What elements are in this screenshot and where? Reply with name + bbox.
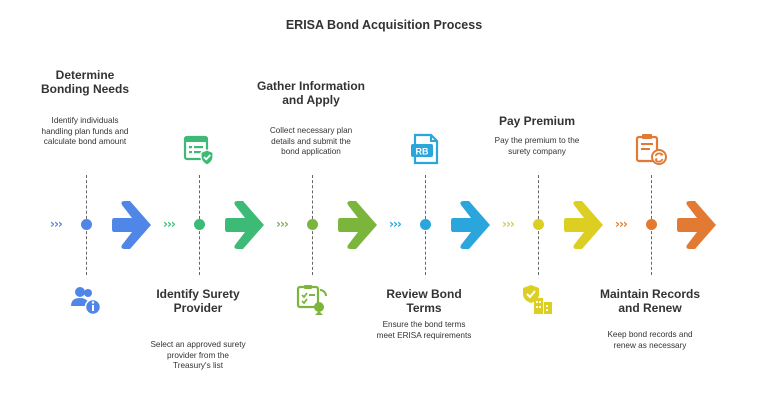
svg-text:RB: RB	[416, 147, 429, 157]
connector-line	[199, 175, 200, 275]
step-description: Pay the premium to the surety company	[494, 136, 580, 156]
step-description: Ensure the bond terms meet ERISA require…	[376, 320, 472, 340]
document-apply-icon	[296, 285, 327, 315]
step-heading: Review Bond Terms	[386, 287, 462, 315]
chevrons: ›››	[163, 217, 176, 231]
timeline-dot	[81, 219, 92, 230]
chevrons: ›››	[389, 217, 402, 231]
connector-line	[538, 175, 539, 275]
chevrons: ›››	[50, 217, 63, 231]
connector-line	[312, 175, 313, 275]
diagram-title: ERISA Bond Acquisition Process	[285, 18, 483, 32]
connector-line	[425, 175, 426, 275]
step-heading: Identify Surety Provider	[156, 287, 240, 315]
step-heading: Determine Bonding Needs	[40, 68, 129, 96]
timeline-dot	[194, 219, 205, 230]
arrow-right	[338, 201, 377, 249]
timeline-dot	[533, 219, 544, 230]
step-heading: Maintain Records and Renew	[599, 287, 701, 315]
arrow-right	[677, 201, 716, 249]
step-heading: Gather Information and Apply	[256, 79, 365, 107]
arrow-right	[564, 201, 603, 249]
step-description: Select an approved surety provider from …	[150, 340, 246, 370]
rb-document-icon: RB	[411, 133, 439, 165]
users-info-icon	[71, 287, 102, 316]
timeline-dot	[307, 219, 318, 230]
timeline-dot	[420, 219, 431, 230]
connector-line	[86, 175, 87, 275]
timeline-dot	[646, 219, 657, 230]
step-heading: Pay Premium	[498, 114, 576, 128]
arrow-right	[225, 201, 264, 249]
chevrons: ›››	[615, 217, 628, 231]
arrow-right	[451, 201, 490, 249]
payment-shield-icon	[523, 285, 552, 314]
arrow-right	[112, 201, 151, 249]
connector-line	[651, 175, 652, 275]
step-description: Identify individuals handling plan funds…	[41, 116, 129, 146]
chevrons: ›››	[502, 217, 515, 231]
checklist-verified-icon	[183, 135, 214, 166]
step-description: Keep bond records and renew as necessary	[607, 330, 693, 350]
chevrons: ›››	[276, 217, 289, 231]
clipboard-renew-icon	[635, 134, 667, 165]
step-description: Collect necessary plan details and submi…	[269, 126, 353, 156]
